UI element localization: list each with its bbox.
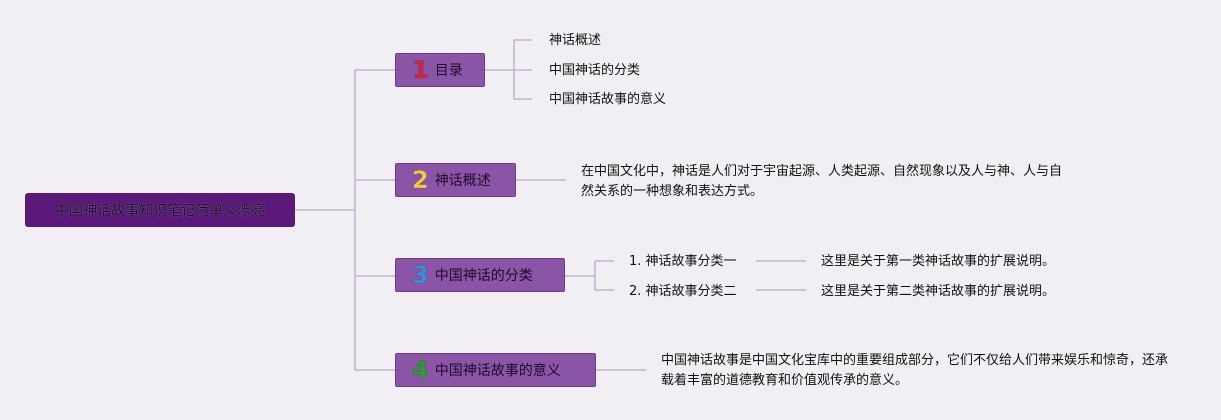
- category-1-label[interactable]: 1. 神话故事分类一: [629, 254, 737, 269]
- number-1-badge: 1: [412, 56, 429, 84]
- branch-node-4[interactable]: 4 中国神话故事的意义: [395, 353, 596, 387]
- root-node[interactable]: 中国神话故事知识笔记简单义漂亮: [25, 193, 295, 227]
- number-4-badge: 4: [412, 356, 429, 384]
- branch-node-2[interactable]: 2 神话概述: [395, 163, 516, 197]
- branch-label-3: 中国神话的分类: [434, 268, 533, 284]
- connector-categories: [565, 260, 614, 291]
- branch-label-2: 神话概述: [434, 173, 491, 189]
- category-2-detail: 这里是关于第二类神话故事的扩展说明。: [821, 284, 1056, 299]
- number-3-badge: 3: [412, 261, 429, 289]
- connector-toc: [484, 39, 532, 100]
- root-title: 中国神话故事知识笔记简单义漂亮: [55, 203, 265, 219]
- significance-description: 中国神话故事是中国文化宝库中的重要组成部分，它们不仅给人们带来娱乐和惊奇，还承载…: [661, 353, 1169, 388]
- branch-label-1: 目录: [434, 63, 463, 79]
- toc-item-1[interactable]: 神话概述: [549, 33, 602, 48]
- branch-node-3[interactable]: 3 中国神话的分类: [395, 258, 565, 292]
- branch-label-4: 中国神话故事的意义: [434, 363, 561, 379]
- number-2-badge: 2: [412, 166, 429, 194]
- overview-description: 在中国文化中，神话是人们对于宇宙起源、人类起源、自然现象以及人与神、人与自然关系…: [581, 164, 1063, 199]
- category-1-detail: 这里是关于第一类神话故事的扩展说明。: [821, 254, 1056, 269]
- toc-item-2[interactable]: 中国神话的分类: [549, 63, 641, 78]
- branch-node-1[interactable]: 1 目录: [395, 53, 485, 87]
- toc-item-3[interactable]: 中国神话故事的意义: [549, 92, 667, 107]
- category-2-label[interactable]: 2. 神话故事分类二: [629, 284, 737, 299]
